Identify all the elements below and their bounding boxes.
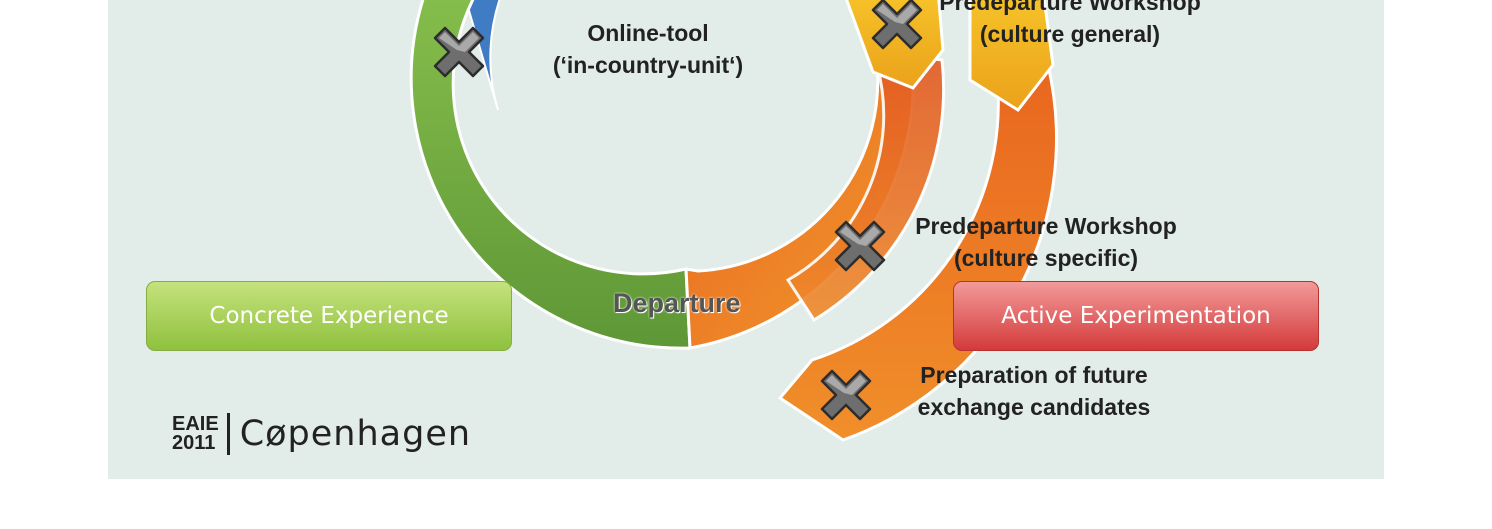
departure-label: Departure <box>613 288 741 318</box>
preparation-line-2: exchange candidates <box>917 394 1151 420</box>
logo-eaie-mark: EAIE 2011 <box>172 413 219 454</box>
workshop-specific-label: Predeparture Workshop (culture specific) <box>891 210 1201 274</box>
outer-orange-arrow <box>777 62 1058 442</box>
preparation-label: Preparation of future exchange candidate… <box>894 359 1174 423</box>
logo-divider <box>226 413 230 455</box>
logo-line-1: EAIE <box>172 413 219 435</box>
yellow-inner-arrow <box>845 0 945 90</box>
x-mark-icon <box>435 28 483 76</box>
workshop-general-label: Predeparture Workshop (culture general) <box>920 0 1220 50</box>
active-experimentation-button[interactable]: Active Experimentation <box>953 281 1319 351</box>
workshop-general-line-2: (culture general) <box>979 21 1161 47</box>
logo-city: Cøpenhagen <box>239 414 472 454</box>
slide: Online-tool (‘in-country-unit‘) Predepar… <box>108 0 1384 479</box>
online-tool-line-1: Online-tool <box>587 20 709 46</box>
online-tool-label: Online-tool (‘in-country-unit‘) <box>523 17 773 81</box>
cycle-diagram <box>409 0 1058 442</box>
yellow-arrow <box>968 0 1055 112</box>
workshop-specific-line-2: (culture specific) <box>953 245 1139 271</box>
logo-line-2: 2011 <box>172 432 216 454</box>
online-tool-line-2: (‘in-country-unit‘) <box>552 52 744 78</box>
workshop-specific-line-1: Predeparture Workshop <box>915 213 1177 239</box>
workshop-general-line-1: Predeparture Workshop <box>939 0 1201 15</box>
preparation-line-1: Preparation of future <box>920 362 1148 388</box>
x-mark-icon <box>836 222 884 270</box>
x-mark-icon <box>822 371 870 419</box>
concrete-experience-button[interactable]: Concrete Experience <box>146 281 512 351</box>
eaie-logo: EAIE 2011 Cøpenhagen <box>172 406 471 462</box>
blue-segment <box>464 0 501 111</box>
red-segment <box>785 54 946 323</box>
x-mark-icon <box>873 0 921 48</box>
